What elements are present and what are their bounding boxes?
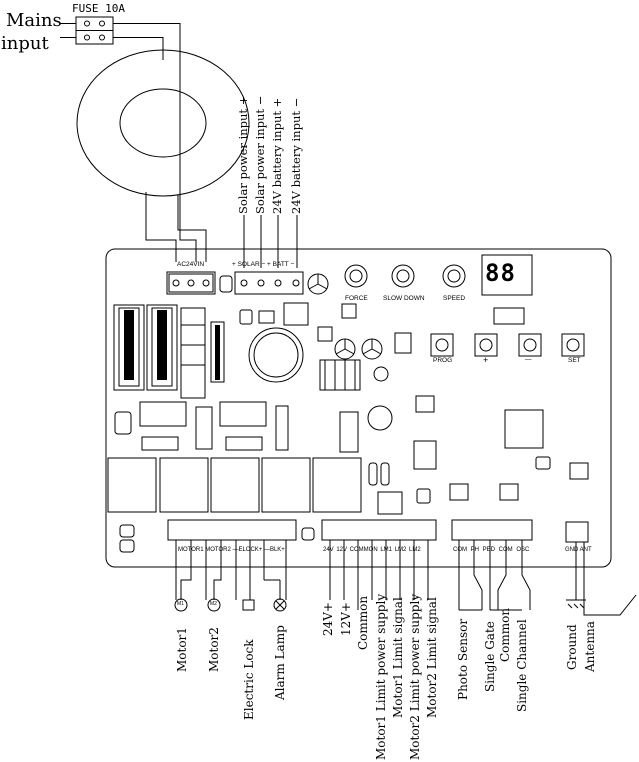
electric-lock-symbol — [242, 599, 255, 611]
label-common-1: Common — [356, 595, 370, 650]
seven-segment-display — [481, 254, 533, 296]
label-single-gate: Single Gate — [483, 621, 497, 692]
sensor-terminal-block — [451, 519, 533, 541]
label-common-2: Common — [498, 607, 512, 662]
slow-down-pot — [391, 264, 415, 288]
mains-label-line1: Mains — [6, 10, 62, 31]
label-12v: 12V+ — [339, 602, 353, 636]
prog-label: PROG — [433, 357, 453, 364]
force-label: FORCE — [345, 295, 368, 302]
ac24vin-label: AC24VIN — [177, 261, 205, 268]
ac24vin-terminal — [166, 271, 216, 295]
solar-batt-label: + SOLAR − + BATT − — [232, 261, 295, 268]
minus-label: — — [525, 356, 532, 363]
sensor-block-label: COM PH PED COM OSC — [453, 547, 530, 553]
mains-label-line2: input — [1, 33, 49, 54]
motor-terminal-block — [167, 519, 297, 541]
label-motor2: Motor2 — [207, 627, 221, 672]
display-digits: 88 — [485, 259, 516, 287]
label-ground: Ground — [565, 624, 579, 670]
microcontroller — [504, 409, 544, 449]
slow-down-label: SLOW DOWN — [383, 295, 425, 302]
motor-block-label: MOTOR1 MOTOR2 —ELOCK+ —BLK+ — [178, 547, 285, 553]
solar-batt-terminal — [234, 271, 304, 295]
gnd-ant-terminal — [565, 521, 589, 543]
label-m1-limit-supply: Motor1 Limit power supply — [374, 593, 388, 760]
solar-plus-label: Solar power input + — [236, 95, 250, 214]
gnd-ant-label: GND ANT — [565, 547, 592, 553]
plus-label: + — [483, 355, 489, 365]
alarm-lamp-symbol — [273, 598, 287, 612]
capacitor — [248, 327, 304, 383]
label-24v: 24V+ — [321, 602, 335, 636]
label-photo-sensor: Photo Sensor — [456, 618, 470, 700]
set-button[interactable] — [561, 333, 585, 357]
label-electric-lock: Electric Lock — [242, 639, 256, 720]
relay-row — [107, 457, 362, 513]
speed-pot — [442, 264, 466, 288]
fuse-label: FUSE 10A — [72, 2, 125, 15]
label-m2-limit-signal: Motor2 Limit signal — [425, 597, 439, 718]
m2-symbol-text: M2 — [210, 601, 217, 607]
set-label: SET — [568, 357, 581, 364]
label-antenna: Antenna — [583, 621, 597, 672]
plus-button[interactable] — [474, 333, 498, 357]
speed-label: SPEED — [443, 295, 466, 302]
prog-button[interactable] — [430, 333, 454, 357]
minus-button[interactable] — [518, 333, 542, 357]
label-m2-limit-supply: Motor2 Limit power supply — [408, 593, 422, 760]
motor1-symbol — [174, 598, 188, 612]
transformer — [76, 49, 250, 197]
label-m1-limit-signal: Motor1 Limit signal — [391, 597, 405, 718]
motor2-symbol — [207, 598, 221, 612]
solar-minus-label: Solar power input − — [253, 95, 267, 214]
battery-plus-label: 24V battery input + — [270, 97, 284, 214]
m1-symbol-text: M1 — [177, 601, 184, 607]
label-single-channel: Single Channel — [515, 619, 529, 712]
force-pot — [344, 264, 368, 288]
battery-minus-label: 24V battery input − — [289, 97, 303, 214]
limit-block-label: 24V 12V COMMON LM1 LM2 LM2 — [323, 547, 421, 553]
label-alarm-lamp: Alarm Lamp — [273, 625, 287, 700]
limit-terminal-block — [321, 519, 437, 541]
label-motor1: Motor1 — [175, 627, 189, 672]
